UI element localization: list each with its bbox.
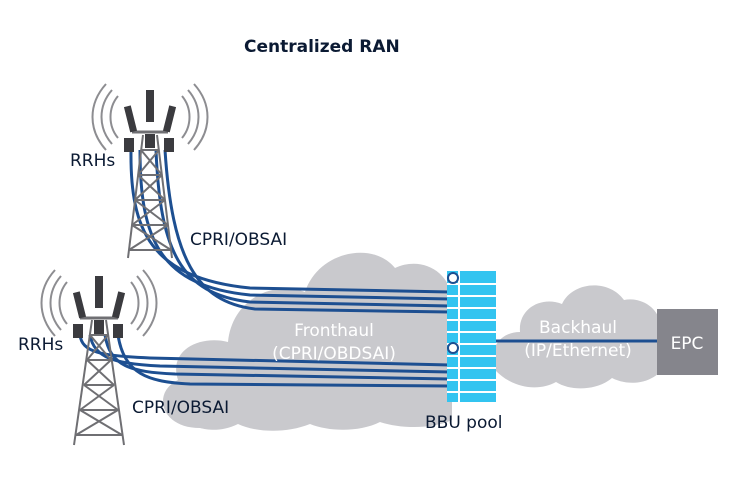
diagram-title: Centralized RAN — [244, 37, 400, 57]
cell-tower-icon — [40, 269, 158, 446]
fronthaul-label: Fronthaul — [294, 321, 374, 341]
backhaul-cloud-icon — [492, 285, 661, 389]
cpri-top-label: CPRI/OBSAI — [190, 230, 287, 250]
cell-tower-icon — [91, 83, 209, 259]
rrhs-bottom-label: RRHs — [18, 335, 63, 355]
epc-label: EPC — [671, 334, 704, 354]
epc-box — [657, 309, 718, 375]
bbu-pool-label: BBU pool — [425, 413, 503, 433]
cpri-bottom-label: CPRI/OBSAI — [132, 398, 229, 418]
bottom-fiber-bundle — [78, 334, 451, 388]
backhaul-label: Backhaul — [539, 318, 617, 338]
top-fiber-bundle — [129, 149, 451, 314]
bbu-pool-rack-icon — [447, 271, 496, 402]
fronthaul-protocol-label: (CPRI/OBDSAI) — [272, 344, 396, 364]
rrhs-top-label: RRHs — [70, 151, 115, 171]
backhaul-protocol-label: (IP/Ethernet) — [524, 341, 632, 361]
